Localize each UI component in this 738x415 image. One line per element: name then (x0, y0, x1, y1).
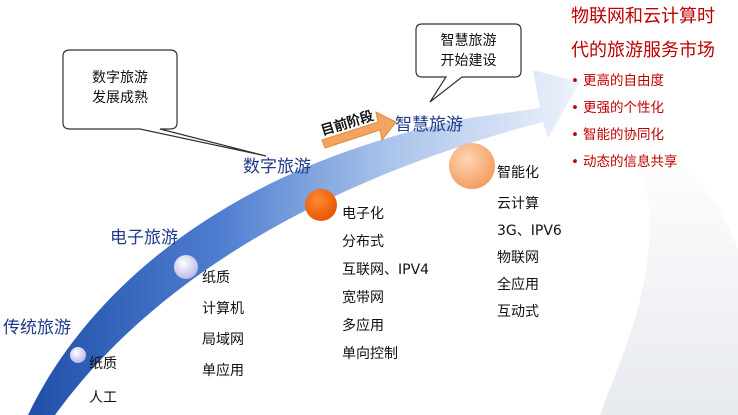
list-item: •智能的协同化 (571, 122, 715, 149)
bullet-text: 动态的信息共享 (583, 154, 678, 170)
callout-line: 开始建设 (440, 53, 497, 69)
bullet-text: 更高的自由度 (583, 73, 664, 89)
bullet-text: 更强的个性化 (583, 100, 664, 116)
bullet-dot-icon: • (571, 154, 579, 170)
callout-smart-start-shape (415, 23, 522, 103)
callout-line: 数字旅游 (92, 70, 148, 86)
bullet-dot-icon: • (571, 73, 579, 89)
bullet-text: 智能的协同化 (583, 127, 664, 143)
stage-items-digital: 电子化 分布式 互联网、IPV4 宽带网 多应用 单向控制 (342, 202, 429, 366)
list-item: 电子化 (342, 206, 384, 222)
callout-line: 发展成熟 (92, 90, 148, 106)
list-item: 单向控制 (342, 346, 398, 362)
list-item: 人工 (89, 390, 117, 406)
list-item: 3G、IPV6 (497, 223, 562, 239)
list-item: 全应用 (497, 277, 539, 293)
list-item: •更强的个性化 (571, 95, 715, 122)
node-traditional (70, 347, 86, 363)
list-item: 宽带网 (342, 290, 384, 306)
list-item: 单应用 (202, 363, 244, 379)
callout-line: 智慧旅游 (440, 33, 497, 49)
list-item: •动态的信息共享 (571, 149, 715, 176)
list-item: 云计算 (497, 196, 539, 212)
callout-smart-start: 智慧旅游 开始建设 (418, 31, 519, 71)
list-item: •更高的自由度 (571, 68, 715, 95)
stage-label-traditional: 传统旅游 (3, 318, 71, 338)
bullet-dot-icon: • (571, 127, 579, 143)
callout-digital-mature-shape (62, 49, 267, 157)
list-item: 多应用 (342, 318, 384, 334)
node-electronic (174, 255, 198, 279)
list-item: 分布式 (342, 234, 384, 250)
stage-items-traditional: 纸质 人工 (89, 352, 117, 410)
list-item: 计算机 (202, 301, 244, 317)
future-title-line: 物联网和云计算时 (571, 6, 715, 27)
watermark-hook-shape (590, 138, 738, 415)
node-smart (449, 143, 495, 189)
stage-items-smart: 智能化 云计算 3G、IPV6 物联网 全应用 互动式 (497, 161, 562, 324)
future-bullets: •更高的自由度 •更强的个性化 •智能的协同化 •动态的信息共享 (571, 68, 715, 176)
list-item: 智能化 (497, 165, 539, 181)
list-item: 互联网、IPV4 (342, 262, 430, 278)
stage-label-smart: 智慧旅游 (395, 115, 463, 135)
node-digital (305, 189, 337, 221)
stage-label-digital: 数字旅游 (243, 157, 311, 177)
future-market: 物联网和云计算时 代的旅游服务市场 •更高的自由度 •更强的个性化 •智能的协同… (571, 2, 715, 176)
future-title-line: 代的旅游服务市场 (571, 40, 715, 61)
list-item: 物联网 (497, 250, 539, 266)
current-stage-arrow (321, 111, 397, 149)
list-item: 局域网 (202, 332, 244, 348)
stage-label-electronic: 电子旅游 (110, 228, 178, 248)
list-item: 纸质 (89, 356, 117, 372)
bullet-dot-icon: • (571, 100, 579, 116)
list-item: 互动式 (497, 304, 539, 320)
callout-digital-mature: 数字旅游 发展成熟 (66, 68, 174, 108)
stage-items-electronic: 纸质 计算机 局域网 单应用 (202, 266, 244, 383)
list-item: 纸质 (202, 270, 230, 286)
